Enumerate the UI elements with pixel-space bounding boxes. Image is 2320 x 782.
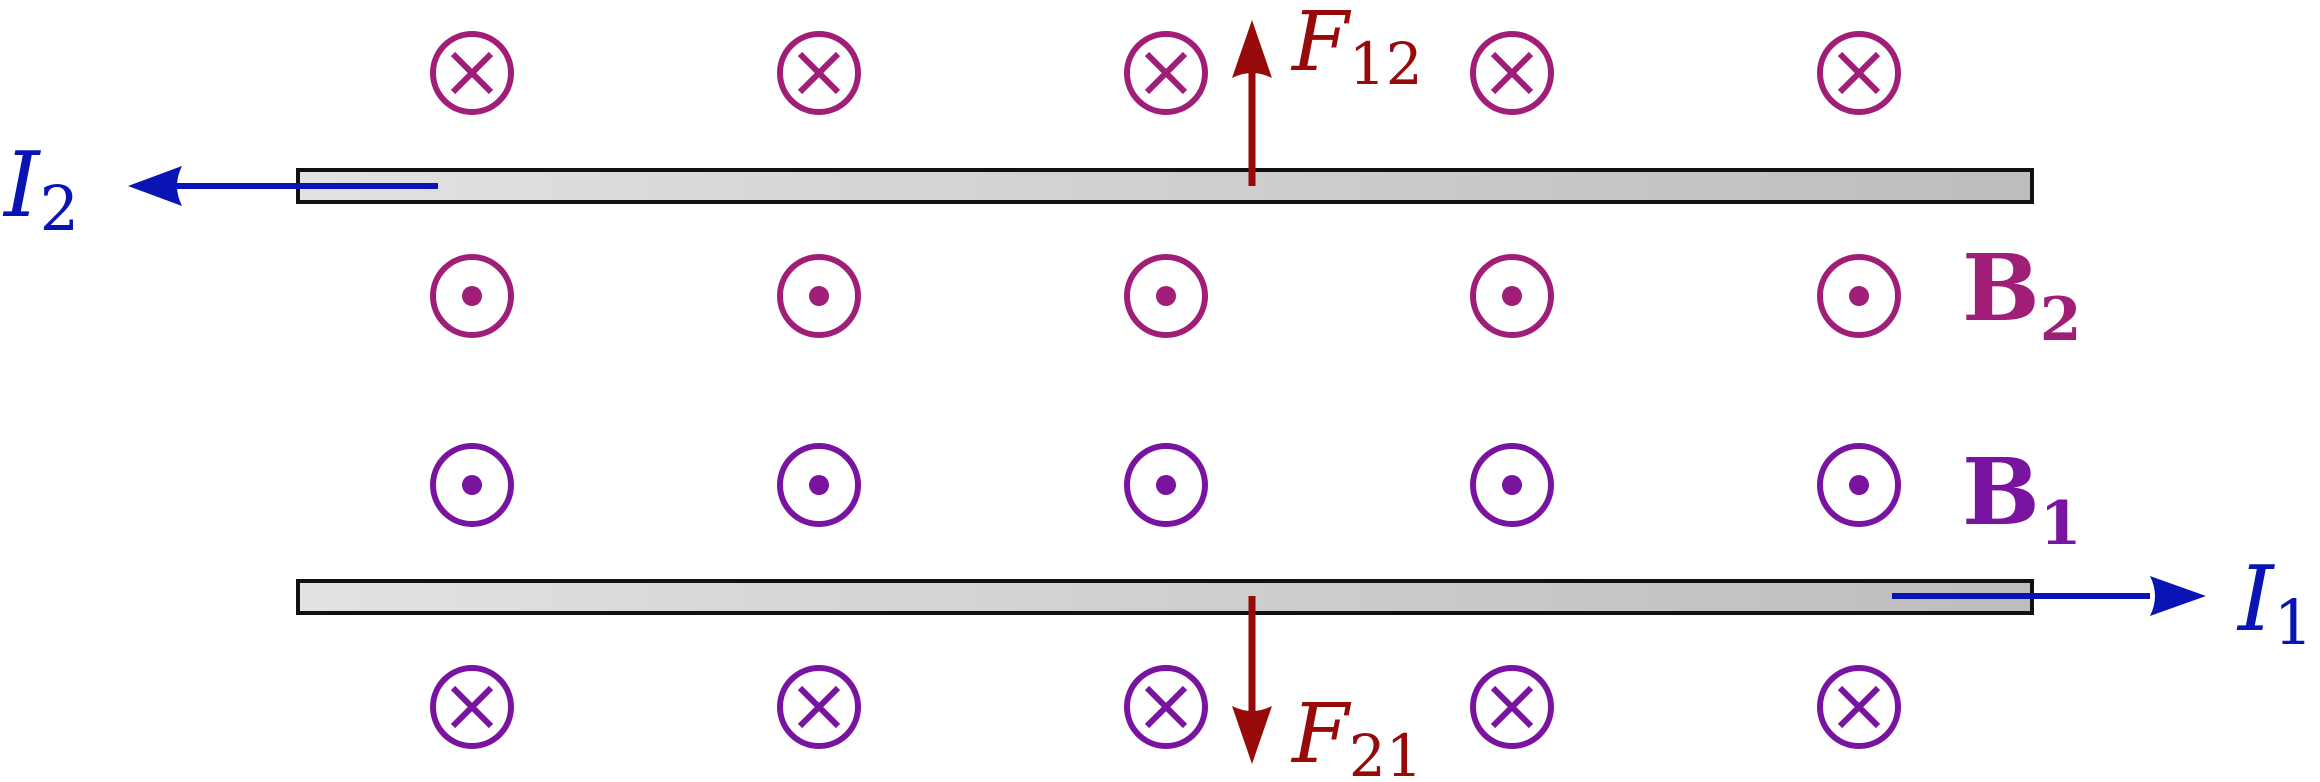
- label-f21-sub: 21: [1349, 722, 1423, 782]
- field-into-page-icon: [1817, 31, 1901, 115]
- label-i1-sub: 1: [2274, 586, 2313, 659]
- label-f21: F21: [1290, 687, 1423, 782]
- label-i2-main: I: [2, 133, 41, 238]
- label-f12-main: F: [1290, 0, 1352, 90]
- label-i2: I2: [2, 133, 79, 245]
- field-out-of-page-icon: [1470, 443, 1554, 527]
- field-into-page-icon: [1470, 665, 1554, 749]
- field-out-of-page-icon: [430, 443, 514, 527]
- label-f12: F12: [1290, 0, 1423, 98]
- label-b1: B1: [1962, 438, 2082, 559]
- field-out-of-page-icon: [777, 443, 861, 527]
- label-b1-sub: 1: [2040, 489, 2082, 559]
- field-out-of-page-icon: [777, 254, 861, 338]
- label-i2-sub: 2: [40, 172, 79, 245]
- label-b2-sub: 2: [2040, 285, 2082, 355]
- label-b1-main: B: [1962, 438, 2040, 546]
- field-out-of-page-icon: [1817, 443, 1901, 527]
- field-into-page-icon: [430, 31, 514, 115]
- field-into-page-icon: [1124, 665, 1208, 749]
- current-i2-arrow: [128, 166, 438, 206]
- field-out-of-page-icon: [1124, 443, 1208, 527]
- label-b2: B2: [1962, 234, 2082, 355]
- field-out-of-page-icon: [1470, 254, 1554, 338]
- current-i1-arrow: [1892, 576, 2206, 616]
- label-f12-sub: 12: [1349, 30, 1423, 98]
- field-into-page-icon: [777, 31, 861, 115]
- field-out-of-page-icon: [1124, 254, 1208, 338]
- field-into-page-icon: [1470, 31, 1554, 115]
- field-into-page-icon: [430, 665, 514, 749]
- field-into-page-icon: [1817, 665, 1901, 749]
- label-i1: I1: [2236, 547, 2313, 659]
- field-out-of-page-icon: [1817, 254, 1901, 338]
- field-into-page-icon: [1124, 31, 1208, 115]
- field-into-page-icon: [777, 665, 861, 749]
- label-b2-main: B: [1962, 234, 2040, 342]
- label-f21-main: F: [1290, 687, 1352, 782]
- field-out-of-page-icon: [430, 254, 514, 338]
- label-i1-main: I: [2236, 547, 2275, 652]
- field-symbols: [430, 31, 1901, 749]
- force-f12-arrow: [1232, 20, 1272, 186]
- force-f21-arrow: [1232, 596, 1272, 764]
- wire-2: [296, 168, 2034, 204]
- wire-1: [296, 579, 2034, 615]
